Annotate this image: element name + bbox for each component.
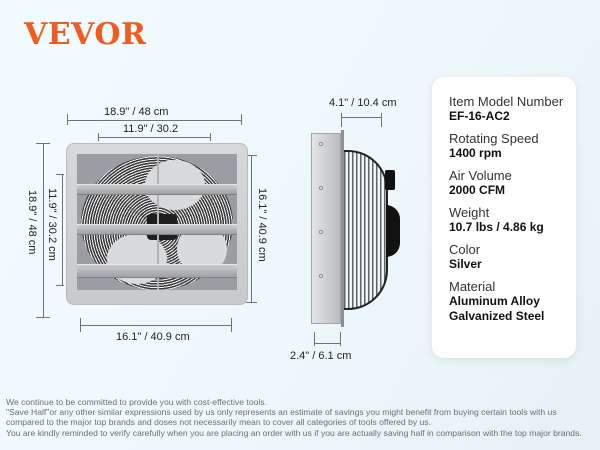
disclaimer-line: "Save Half"or any other similar expressi… xyxy=(6,407,557,418)
fan-guard-cage xyxy=(344,150,388,310)
disclaimer-line: You are kindly reminded to verify carefu… xyxy=(6,427,582,438)
vevor-logo: VEVOR xyxy=(24,17,147,52)
fan-motor xyxy=(386,205,400,257)
spec-label: Color xyxy=(449,242,481,257)
spec-label: Rotating Speed xyxy=(449,131,539,146)
spec-value: 10.7 lbs / 4.86 kg xyxy=(449,220,544,234)
front-height-right-line xyxy=(251,155,252,303)
spec-label: Air Volume xyxy=(449,168,512,183)
front-height-inner-line xyxy=(62,174,63,286)
front-width-bottom-label: 16.1" / 40.9 cm xyxy=(116,331,190,343)
front-width-bottom-line xyxy=(80,325,231,326)
shutter-slat xyxy=(77,184,237,195)
tick xyxy=(80,318,81,332)
spec-rotating-speed: Rotating Speed 1400 rpm xyxy=(449,131,576,161)
spec-label: Item Model Number xyxy=(449,94,564,109)
front-height-outer-line xyxy=(43,143,44,318)
tick xyxy=(241,114,242,125)
side-depth-bottom-line xyxy=(314,343,341,344)
disclaimer-line: We continue to be committed to provide y… xyxy=(6,397,267,407)
screw xyxy=(319,274,323,278)
screw xyxy=(319,142,323,146)
spec-air-volume: Air Volume 2000 CFM xyxy=(449,168,576,198)
tick xyxy=(381,113,382,127)
fan-mounting-plate xyxy=(311,133,341,324)
specifications-card: Item Model Number EF-16-AC2 Rotating Spe… xyxy=(432,77,576,358)
front-height-right-label: 16.1" / 40.9 cm xyxy=(256,188,268,262)
side-depth-bottom-label: 2.4" / 6.1 cm xyxy=(290,350,352,362)
spec-weight: Weight 10.7 lbs / 4.86 kg xyxy=(449,205,576,235)
side-depth-top-label: 4.1" / 10.4 cm xyxy=(329,97,397,109)
screw xyxy=(319,230,323,234)
shutter-slat xyxy=(77,224,237,235)
front-width-inner-line xyxy=(98,137,211,138)
tick xyxy=(246,302,257,303)
exhaust-fan-front-image xyxy=(66,143,248,305)
tick xyxy=(56,174,64,175)
tick xyxy=(231,318,232,332)
tick xyxy=(36,143,50,144)
spec-label: Weight xyxy=(449,205,490,220)
tick xyxy=(246,155,257,156)
tick xyxy=(67,114,68,125)
fan-junction-box xyxy=(385,170,395,190)
front-height-inner-label: 11.9" / 30.2 cm xyxy=(46,188,58,261)
front-height-outer-label: 18.9" / 48 cm xyxy=(26,190,38,255)
tick xyxy=(210,133,211,141)
front-width-outer-line xyxy=(67,120,242,121)
tick xyxy=(56,285,64,286)
front-width-outer-label: 18.9" / 48 cm xyxy=(104,106,169,118)
spec-value: 2000 CFM xyxy=(449,183,506,197)
tick xyxy=(314,332,315,346)
tick xyxy=(36,317,50,318)
spec-value: Silver xyxy=(449,257,482,271)
center-bar xyxy=(157,154,159,290)
spec-value: EF-16-AC2 xyxy=(449,109,510,123)
tick xyxy=(341,113,342,127)
spec-color: Color Silver xyxy=(449,242,576,272)
spec-label: Material xyxy=(449,279,496,294)
side-depth-top-line xyxy=(341,117,382,118)
fan-flange xyxy=(341,130,344,327)
spec-value: 1400 rpm xyxy=(449,146,502,160)
shutter-slat xyxy=(77,264,237,278)
tick xyxy=(98,133,99,141)
disclaimer-text: We continue to be committed to provide y… xyxy=(6,397,596,438)
spec-material: Material Aluminum Alloy Galvanized Steel xyxy=(449,279,576,324)
front-width-inner-label: 11.9" / 30.2 xyxy=(123,123,179,135)
tick xyxy=(340,332,341,346)
spec-model-number: Item Model Number EF-16-AC2 xyxy=(449,94,576,124)
screw xyxy=(319,186,323,190)
disclaimer-line: compared to the major top brands and dos… xyxy=(6,417,431,428)
spec-value-2: Galvanized Steel xyxy=(449,309,545,323)
spec-value: Aluminum Alloy xyxy=(449,294,540,308)
